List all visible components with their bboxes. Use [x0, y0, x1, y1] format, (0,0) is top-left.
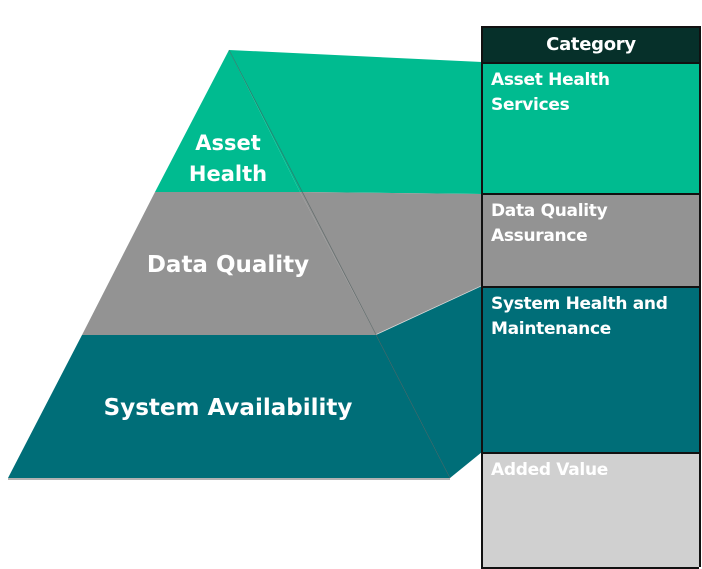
table-row-data-quality-assurance: Data Quality Assurance [483, 195, 699, 288]
system-availability-connector [376, 286, 482, 478]
data-quality-connector [300, 192, 482, 335]
asset-health-label-2: Health [189, 162, 267, 186]
table-right-border [699, 26, 701, 567]
pyramid-level-system-availability [8, 335, 450, 478]
table-row-asset-health-services: Asset Health Services [483, 64, 699, 195]
system-availability-label: System Availability [104, 395, 353, 421]
table-row-added-value: Added Value [483, 454, 699, 567]
data-quality-label: Data Quality [147, 252, 309, 278]
asset-health-label-1: Asset [195, 131, 261, 155]
asset-health-connector [229, 50, 482, 194]
pyramid-level-asset-health [155, 50, 300, 192]
table-header: Category [483, 28, 699, 64]
table-row-system-health: System Health and Maintenance [483, 288, 699, 454]
category-table: Category Asset Health Services Data Qual… [481, 26, 699, 569]
pyramid-level-data-quality [82, 192, 376, 335]
